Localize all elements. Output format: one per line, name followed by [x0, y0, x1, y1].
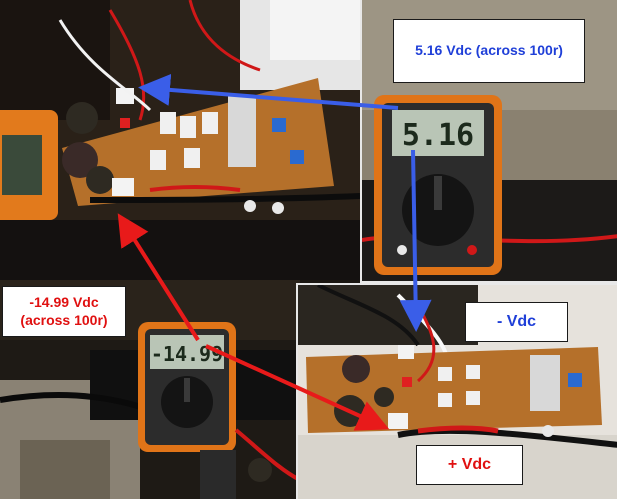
positive-rail-label: + Vdc: [416, 445, 523, 485]
bottom-meter-display: -14.99: [151, 342, 223, 366]
top-meter-display: 5.16: [402, 118, 474, 153]
bottom-reading-value: -14.99 Vdc: [29, 294, 99, 310]
photo-board-top-view: [0, 0, 360, 280]
top-reading-label: 5.16 Vdc (across 100r): [393, 19, 585, 83]
top-reading-text: 5.16 Vdc (across 100r): [415, 42, 563, 59]
bottom-reading-label: -14.99 Vdc (across 100r): [2, 286, 126, 337]
bottom-reading-note: (across 100r): [20, 311, 108, 328]
negative-rail-label: - Vdc: [465, 302, 568, 342]
positive-rail-text: + Vdc: [447, 456, 492, 473]
negative-rail-text: - Vdc: [496, 313, 537, 330]
